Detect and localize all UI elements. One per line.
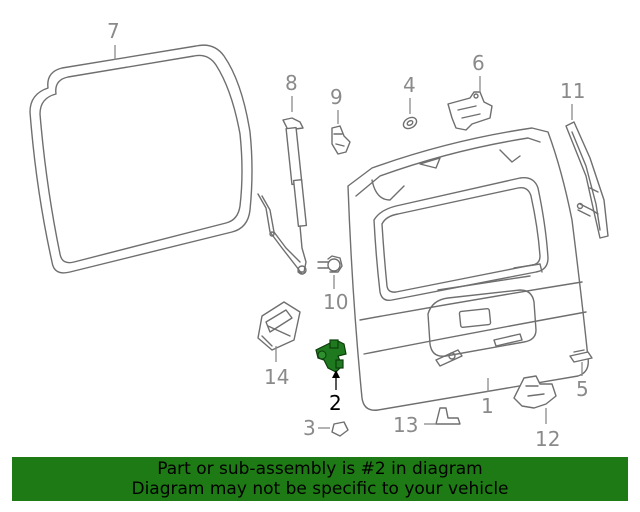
- callout-3: 3: [303, 416, 330, 440]
- part-3-clip[interactable]: [331, 421, 349, 437]
- callout-6: 6: [472, 51, 485, 92]
- part-4-grommet[interactable]: [401, 115, 418, 131]
- callout-2-label: 2: [329, 391, 342, 415]
- part-5-pad[interactable]: [569, 349, 593, 363]
- callout-3-label: 3: [303, 416, 316, 440]
- callout-11-label: 11: [560, 79, 585, 103]
- callout-10: 10: [323, 275, 348, 314]
- callout-12: 12: [535, 408, 560, 451]
- part-13-bracket[interactable]: [435, 407, 461, 425]
- callout-1: 1: [481, 378, 494, 418]
- callout-14: 14: [264, 346, 289, 389]
- callout-8: 8: [285, 71, 298, 112]
- callout-4: 4: [403, 73, 416, 114]
- part-12-bracket[interactable]: [513, 375, 557, 409]
- callout-11: 11: [560, 79, 585, 120]
- info-banner: Part or sub-assembly is #2 in diagram Di…: [12, 457, 628, 501]
- part-7-glass[interactable]: [29, 44, 253, 274]
- callout-13: 13: [393, 413, 436, 437]
- callout-6-label: 6: [472, 51, 485, 75]
- part-8-strut[interactable]: [257, 117, 308, 275]
- callout-7-label: 7: [107, 19, 120, 43]
- callout-1-label: 1: [481, 394, 494, 418]
- callout-4-label: 4: [403, 73, 416, 97]
- part-2-latch[interactable]: [315, 339, 347, 373]
- part-9-bracket[interactable]: [331, 125, 351, 155]
- part-1-lift-gate[interactable]: [347, 127, 589, 411]
- callout-14-label: 14: [264, 365, 289, 389]
- banner-line-2: Diagram may not be specific to your vehi…: [131, 479, 509, 499]
- part-11-side-trim[interactable]: [565, 121, 609, 239]
- callout-8-label: 8: [285, 71, 298, 95]
- callout-13-label: 13: [393, 413, 418, 437]
- callout-9: 9: [330, 85, 343, 124]
- banner-line-1: Part or sub-assembly is #2 in diagram: [157, 459, 483, 479]
- parts-diagram: 7 8 9 4 6: [29, 19, 609, 451]
- callout-2: 2: [329, 370, 342, 415]
- callout-5-label: 5: [576, 377, 589, 401]
- callout-7: 7: [107, 19, 120, 60]
- part-6-hinge[interactable]: [447, 91, 493, 131]
- callout-10-label: 10: [323, 290, 348, 314]
- callout-9-label: 9: [330, 85, 343, 109]
- part-10-bolt[interactable]: [317, 255, 343, 273]
- callout-5: 5: [576, 362, 589, 401]
- part-14-module[interactable]: [257, 301, 301, 351]
- callout-12-label: 12: [535, 427, 560, 451]
